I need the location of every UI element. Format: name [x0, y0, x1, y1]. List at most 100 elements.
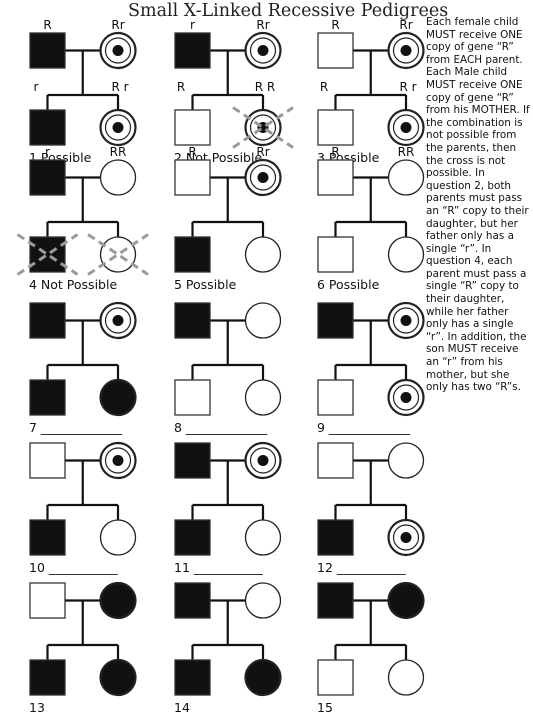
mother-circle — [387, 581, 425, 620]
pedigree-caption: 15 ___________ — [317, 700, 406, 712]
son-genotype: R — [177, 80, 185, 94]
pedigree-4: r RR 4 Not Possible — [16, 145, 149, 292]
daughter-circle — [387, 236, 425, 273]
pedigree-9: 9 _____________ — [317, 301, 425, 435]
father-square — [29, 32, 66, 69]
daughter-circle — [244, 519, 282, 556]
pedigree-13: 13 ___________ — [29, 581, 137, 712]
mother-circle — [99, 581, 137, 620]
pedigree-15: 15 ___________ — [317, 581, 425, 712]
mother-circle-carrier-dot — [257, 172, 269, 183]
father-square — [174, 302, 211, 339]
son-genotype: r — [34, 80, 39, 94]
mother-circle — [387, 442, 425, 479]
pedigree-caption: 7 _____________ — [29, 420, 123, 435]
son-square — [317, 109, 354, 146]
mother-circle — [244, 302, 282, 339]
explanation-text: Each female child MUST receive ONE copy … — [426, 16, 530, 394]
son-genotype: R — [320, 80, 328, 94]
father-genotype: r — [45, 145, 50, 159]
daughter-circle — [244, 236, 282, 273]
mother-circle-carrier-dot — [257, 45, 269, 56]
son-square — [174, 519, 211, 556]
pedigree-caption: 6 Possible — [317, 277, 380, 292]
daughter-circle-carrier-dot — [112, 122, 124, 133]
son-square — [29, 519, 66, 556]
daughter-circle — [99, 236, 137, 273]
son-square — [174, 236, 211, 273]
pedigree-caption: 12 ___________ — [317, 560, 406, 575]
father-square — [317, 32, 354, 69]
son-square — [174, 659, 211, 696]
son-square — [29, 379, 66, 416]
father-square — [317, 582, 354, 619]
father-square — [29, 302, 66, 339]
pedigree-11: 11 ___________ — [174, 441, 282, 575]
pedigree-caption: 8 _____________ — [174, 420, 268, 435]
pedigree-caption: 10 ___________ — [29, 560, 118, 575]
father-square — [317, 159, 354, 196]
page-title: Small X-Linked Recessive Pedigrees — [128, 1, 449, 21]
daughter-circle — [99, 519, 137, 556]
daughter-circle — [244, 379, 282, 416]
son-square — [174, 379, 211, 416]
father-square — [174, 159, 211, 196]
mother-circle-carrier-dot — [112, 315, 124, 326]
mother-circle — [387, 159, 425, 196]
pedigree-caption: 4 Not Possible — [29, 277, 117, 292]
mother-circle-carrier-dot — [257, 455, 269, 466]
son-square — [317, 379, 354, 416]
daughter-genotype: R r — [399, 80, 416, 94]
mother-genotype: Rr — [399, 18, 412, 32]
father-genotype: R — [331, 18, 339, 32]
pedigree-7: 7 _____________ — [29, 301, 137, 435]
father-square — [29, 159, 66, 196]
daughter-circle-carrier-dot — [400, 392, 412, 403]
mother-circle-carrier-dot — [400, 45, 412, 56]
daughter-circle — [387, 659, 425, 696]
son-square — [317, 236, 354, 273]
daughter-genotype: R r — [111, 80, 128, 94]
father-square — [174, 442, 211, 479]
pedigree-caption: 5 Possible — [174, 277, 237, 292]
pedigree-8: 8 _____________ — [174, 302, 282, 435]
pedigree-caption: 9 _____________ — [317, 420, 411, 435]
son-square — [174, 109, 211, 146]
son-square — [29, 659, 66, 696]
mother-circle-carrier-dot — [400, 315, 412, 326]
daughter-circle — [244, 658, 282, 697]
father-square — [174, 582, 211, 619]
mother-genotype: Rr — [256, 145, 269, 159]
father-square — [29, 442, 66, 479]
son-square — [29, 109, 66, 146]
mother-circle-carrier-dot — [112, 455, 124, 466]
mother-circle-carrier-dot — [112, 45, 124, 56]
mother-genotype: Rr — [111, 18, 124, 32]
son-square — [317, 659, 354, 696]
daughter-circle-carrier-dot — [400, 532, 412, 543]
daughter-circle-carrier-dot — [400, 122, 412, 133]
mother-circle — [99, 159, 137, 196]
daughter-circle — [99, 658, 137, 697]
pedigree-14: 14 ___________ — [174, 582, 282, 712]
pedigree-12: 12 ___________ — [317, 442, 425, 575]
son-square — [317, 519, 354, 556]
mother-genotype: RR — [110, 145, 127, 159]
pedigree-caption: 11 ___________ — [174, 560, 263, 575]
pedigree-10: 10 ___________ — [29, 441, 137, 575]
daughter-circle — [99, 378, 137, 417]
father-square — [174, 32, 211, 69]
daughter-genotype: R R — [255, 80, 276, 94]
father-genotype: r — [190, 18, 195, 32]
pedigree-caption: 13 ___________ — [29, 700, 118, 712]
pedigree-caption: 14 ___________ — [174, 700, 263, 712]
father-square — [29, 582, 66, 619]
son-square — [29, 236, 66, 273]
mother-circle — [244, 582, 282, 619]
